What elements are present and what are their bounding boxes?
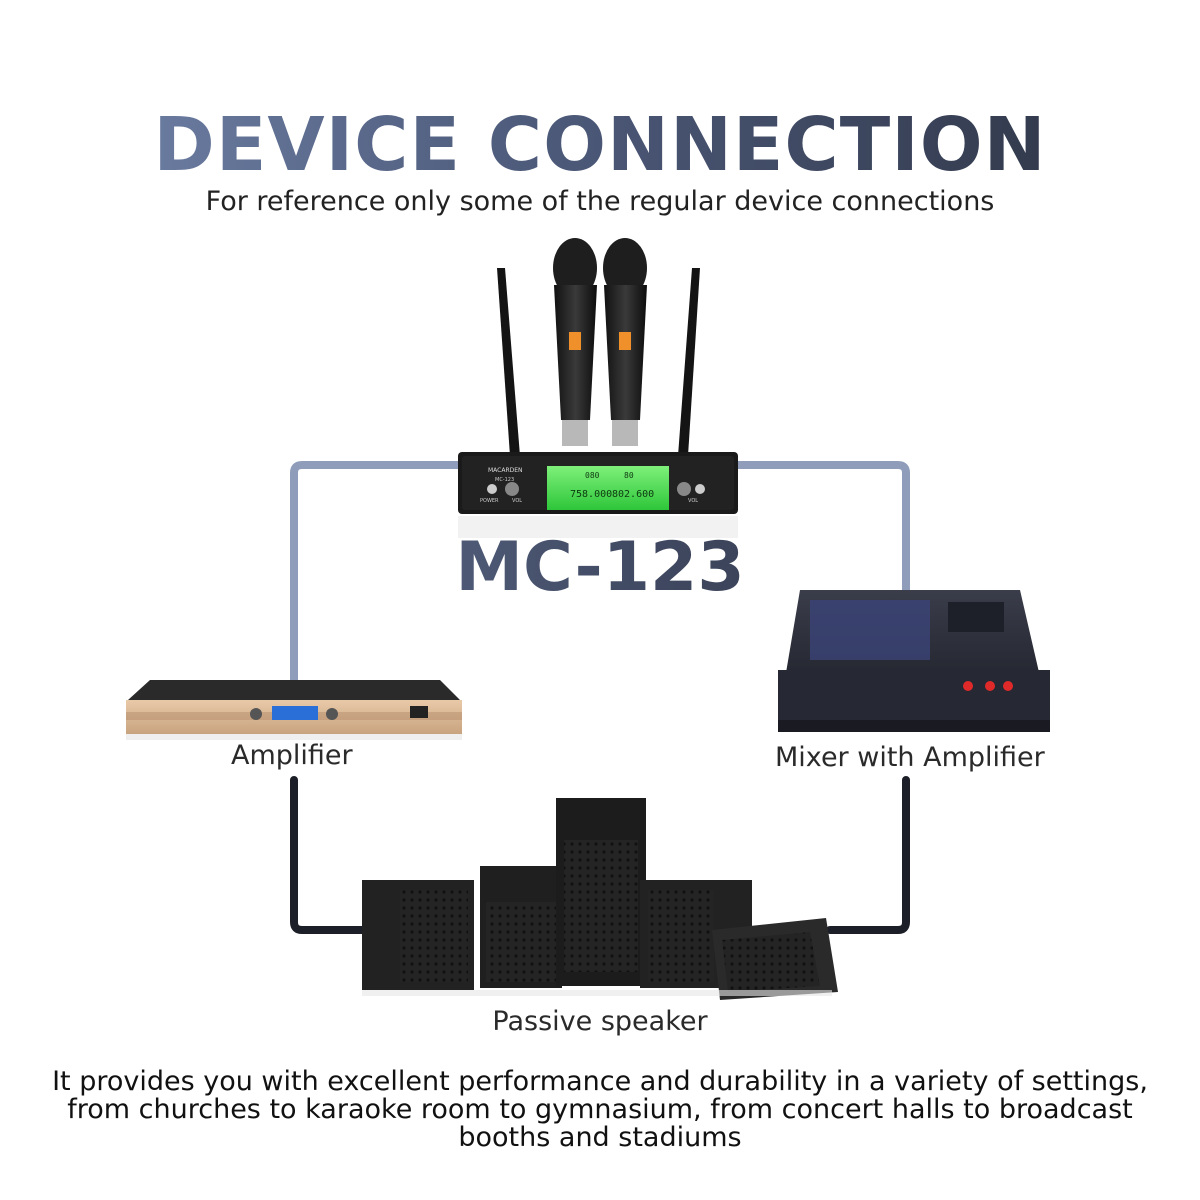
microphone-icon [553, 238, 647, 446]
cable-right [734, 461, 910, 604]
receiver-panel-model: MC-123 [495, 477, 514, 483]
lcd-channel-right: 80 [624, 471, 634, 480]
cable-right-bottom [826, 776, 910, 934]
lcd-freq-left: 758.000 [570, 489, 612, 500]
model-name: MC-123 [0, 528, 1200, 608]
cable-left [290, 461, 464, 694]
mixer-device [778, 590, 1050, 732]
description-text: It provides you with excellent performan… [52, 1066, 1148, 1153]
vol-label-left: VOL [512, 498, 522, 504]
amplifier-device [126, 680, 462, 740]
page-subtitle: For reference only some of the regular d… [205, 186, 995, 217]
cable-left-bottom [290, 776, 369, 934]
lcd-channel-left: 080 [585, 471, 600, 480]
speaker-group [362, 798, 838, 1000]
amplifier-label: Amplifier [231, 740, 353, 771]
lcd-display [547, 466, 669, 510]
vol-label-right: VOL [688, 498, 698, 504]
power-label: POWER [480, 498, 499, 504]
receiver-brand: MACARDEN [488, 467, 523, 474]
receiver-unit [458, 452, 738, 538]
mixer-label: Mixer with Amplifier [775, 742, 1045, 773]
speaker-label: Passive speaker [492, 1006, 708, 1037]
antenna-icon [497, 268, 700, 456]
page-title: DEVICE CONNECTION [0, 100, 1200, 190]
lcd-freq-right: 802.600 [612, 489, 654, 500]
